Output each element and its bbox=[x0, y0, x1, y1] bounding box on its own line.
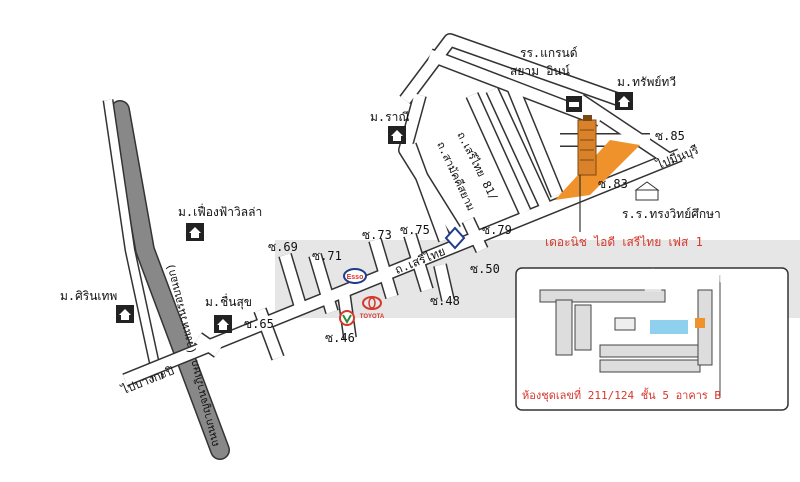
gas-station-logo bbox=[444, 226, 466, 250]
soi73-label: ซ.73 bbox=[362, 228, 392, 242]
unit-note-label: ห้องชุดเลขที่ 211/124 ชั้น 5 อาคาร B bbox=[522, 389, 722, 402]
m-fueangfa-label: ม.เฟื่องฟ้าวิลล่า bbox=[178, 205, 263, 219]
soi65-label: ซ.65 bbox=[244, 317, 274, 331]
esso-logo: Esso bbox=[343, 268, 367, 284]
m-sirinthep-label: ม.ศิรินเทพ bbox=[60, 289, 118, 303]
ring-road bbox=[110, 100, 230, 460]
hotel-icon bbox=[566, 96, 582, 112]
hotel-label-line1: รร.แกรนด์ bbox=[520, 46, 578, 60]
soi48-label: ซ.48 bbox=[430, 294, 460, 308]
soi75-label: ซ.75 bbox=[400, 223, 430, 237]
watermark-text: DDproperty bbox=[640, 268, 734, 287]
soi79-label: ซ.79 bbox=[482, 223, 512, 237]
soi50-label: ซ.50 bbox=[470, 262, 500, 276]
ptt-logo bbox=[339, 310, 355, 326]
watermark: DDproperty bbox=[640, 268, 734, 292]
m-supthavee-label: ม.ทรัพย์ทวี bbox=[617, 75, 677, 89]
school-label: ร.ร.ทรงวิทย์ศึกษา bbox=[622, 207, 721, 221]
house-icon bbox=[214, 315, 232, 333]
project-name-label: เดอะนิช ไอดี เสรีไทย เฟส 1 bbox=[545, 235, 703, 249]
project-marker bbox=[555, 115, 640, 232]
house-icon bbox=[186, 223, 204, 241]
site-plan-inset bbox=[515, 267, 789, 411]
house-icon bbox=[116, 305, 134, 323]
house-icon bbox=[388, 126, 406, 144]
watermark-house-icon bbox=[640, 268, 666, 292]
house-icon bbox=[615, 92, 633, 110]
soi71-label: ซ.71 bbox=[312, 249, 342, 263]
m-chuensuk-label: ม.ชื่นสุข bbox=[205, 295, 253, 309]
soi83-label: ซ.83 bbox=[598, 177, 628, 191]
svg-text:Esso: Esso bbox=[347, 274, 364, 281]
svg-text:TOYOTA: TOYOTA bbox=[360, 314, 385, 320]
m-ranee-label: ม.ราณี bbox=[370, 110, 410, 124]
frontage-road bbox=[102, 99, 164, 382]
school-icon bbox=[634, 181, 660, 201]
soi85-label: ซ.85 bbox=[655, 129, 685, 143]
soi69-label: ซ.69 bbox=[268, 240, 298, 254]
hotel-label-line2: สยาม อินน์ bbox=[510, 64, 570, 78]
toyota-logo: TOYOTA bbox=[360, 296, 385, 320]
soi46-label: ซ.46 bbox=[325, 331, 355, 345]
